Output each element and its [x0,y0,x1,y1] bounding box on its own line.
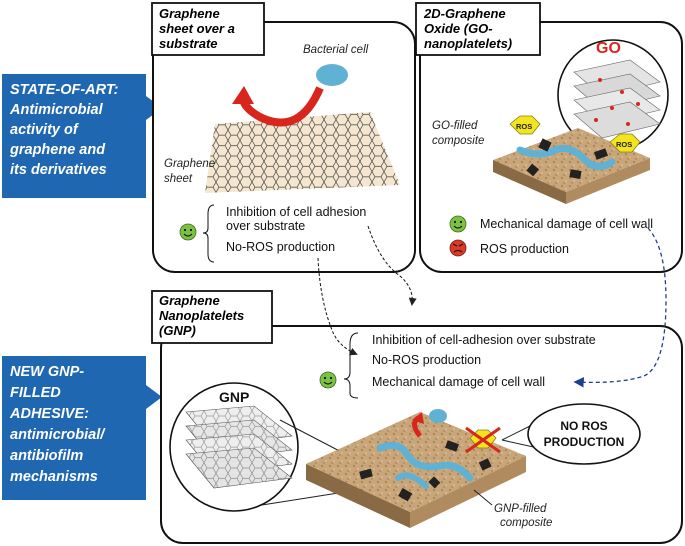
crossed-ros-icon [465,426,501,454]
panel2-title-2: Oxide (GO- [424,21,493,36]
bacterial-cell [429,409,447,423]
bacterial-cell [316,64,348,86]
connector-no-ros [317,257,358,356]
go-label: GO [596,40,621,57]
bacterial-cell-label: Bacterial cell [303,44,369,56]
no-ros-line-1: NO ROS [560,419,607,433]
panel2-title-1: 2D-Graphene [423,6,506,21]
panel2-bullet-1: Mechanical damage of cell wall [480,217,653,231]
state-of-art-line-5: its derivatives [10,162,107,178]
ros-badge-right-label: ROS [616,140,632,149]
ros-badge-left-label: ROS [516,122,532,131]
ros-badge-right: ROS [609,133,641,153]
new-gnp-line-4: antimicrobial/ [10,427,106,443]
new-gnp-line-2: FILLED [10,385,61,401]
gnp-composite-label-1: GNP-filled [494,503,547,515]
go-composite-label-1: GO-filled [432,120,478,132]
panel1-bullet-1: Inhibition of cell adhesion [226,205,366,219]
graphene-sheet-label-1: Graphene [164,158,215,170]
graphene-sheet-lattice [205,112,400,193]
panel2-title-3: nanoplatelets) [424,36,512,51]
smiley-icon [319,371,337,389]
repel-arrowhead [232,86,254,104]
bullet-brace [343,332,359,399]
state-of-art-banner: STATE-OF-ART: Antimicrobial activity of … [2,74,162,198]
panel3-bullet-3: Mechanical damage of cell wall [372,375,545,389]
panel3-title-2: Nanoplatelets [159,308,244,323]
no-ros-callout [527,403,641,465]
gnp-composite-label-2: composite [500,517,552,529]
connector-inhibition [367,225,417,306]
panel1-bullet-2: over substrate [226,219,305,233]
repel-arrowhead [412,412,424,424]
panel1-title-1: Graphene [159,6,220,21]
go-composite-label-2: composite [432,135,484,147]
new-gnp-line-1: NEW GNP- [10,364,84,380]
new-gnp-line-3: ADHESIVE: [9,406,89,422]
panel-go: 2D-Graphene Oxide (GO- nanoplatelets) GO [415,2,683,273]
panel1-title-2: sheet over a [159,21,235,36]
go-substrate-block [493,128,650,204]
ros-badge-left: ROS [509,115,541,135]
state-of-art-line-1: STATE-OF-ART: [10,82,119,98]
panel-gnp: Graphene Nanoplatelets (GNP) Inhibition … [151,290,683,544]
gnp-label: GNP [219,389,249,405]
panel3-title-1: Graphene [159,293,220,308]
repel-arrow [239,86,324,127]
panel3-title-3: (GNP) [159,323,196,338]
composite-pointer [473,489,493,506]
panel1-title-3: substrate [159,36,218,51]
panel1-bullet-3: No-ROS production [226,240,335,254]
state-of-art-line-4: graphene and [9,142,106,158]
new-gnp-banner: NEW GNP- FILLED ADHESIVE: antimicrobial/… [2,356,162,500]
go-stacked-sheets [573,59,661,139]
graphene-sheet-label-2: sheet [164,173,193,185]
state-of-art-line-3: activity of [10,122,80,138]
panel3-bullet-2: No-ROS production [372,353,481,367]
callout-pointer [501,423,535,441]
panel-graphene-sheet: Graphene sheet over a substrate Bacteria… [151,2,416,273]
connector-mechanical-damage [573,227,667,388]
smiley-icon [449,215,467,233]
new-gnp-line-6: mechanisms [10,469,98,485]
bullet-brace [202,204,215,263]
panel2-bullet-2: ROS production [480,242,569,256]
angry-face-icon [449,239,467,257]
no-ros-line-2: PRODUCTION [544,435,625,449]
new-gnp-line-5: antibiofilm [10,448,83,464]
smiley-icon [179,223,197,241]
panel3-bullet-1: Inhibition of cell-adhesion over substra… [372,333,596,347]
gnp-stacked-sheets [185,405,293,489]
state-of-art-line-2: Antimicrobial [9,102,104,118]
